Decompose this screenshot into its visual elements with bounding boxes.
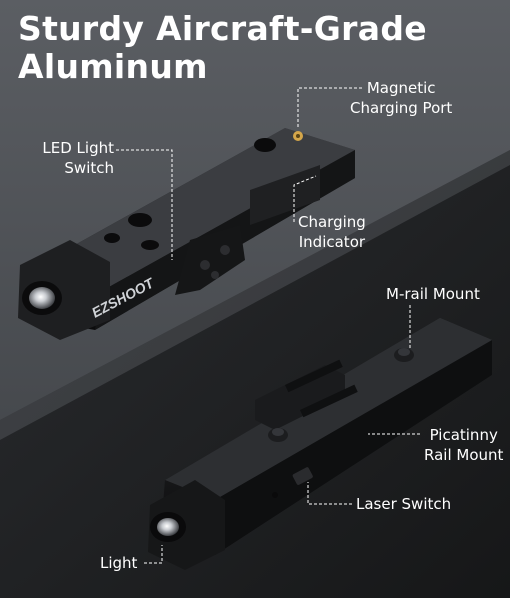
headline-line-2: Aluminum <box>18 47 208 86</box>
callout-light: Light <box>100 554 138 572</box>
callout-led-line-1: LED Light <box>42 139 114 157</box>
callout-led-line-2: Switch <box>64 159 114 177</box>
headline: Sturdy Aircraft-Grade Aluminum <box>18 10 427 86</box>
callout-picatinny-line-1: Picatinny <box>429 426 498 444</box>
callout-charging-line-2: Indicator <box>298 233 366 251</box>
callout-charging-indicator: Charging Indicator <box>298 212 366 252</box>
headline-line-1: Sturdy Aircraft-Grade <box>18 9 427 48</box>
callout-picatinny-rail-mount: Picatinny Rail Mount <box>424 425 503 465</box>
callout-magnetic-charging-port: Magnetic Charging Port <box>350 78 452 118</box>
callout-m-rail-mount: M-rail Mount <box>386 285 480 303</box>
bottom-laser-body <box>148 318 492 570</box>
callout-led-light-switch: LED Light Switch <box>30 138 114 178</box>
callout-picatinny-line-2: Rail Mount <box>424 446 504 464</box>
callout-magnetic-line-1: Magnetic <box>366 79 436 97</box>
top-light-body: EZSHOOT <box>18 128 355 340</box>
callout-laser-switch: Laser Switch <box>356 495 452 513</box>
callout-charging-line-1: Charging <box>298 213 366 231</box>
callout-magnetic-line-2: Charging Port <box>350 99 453 117</box>
